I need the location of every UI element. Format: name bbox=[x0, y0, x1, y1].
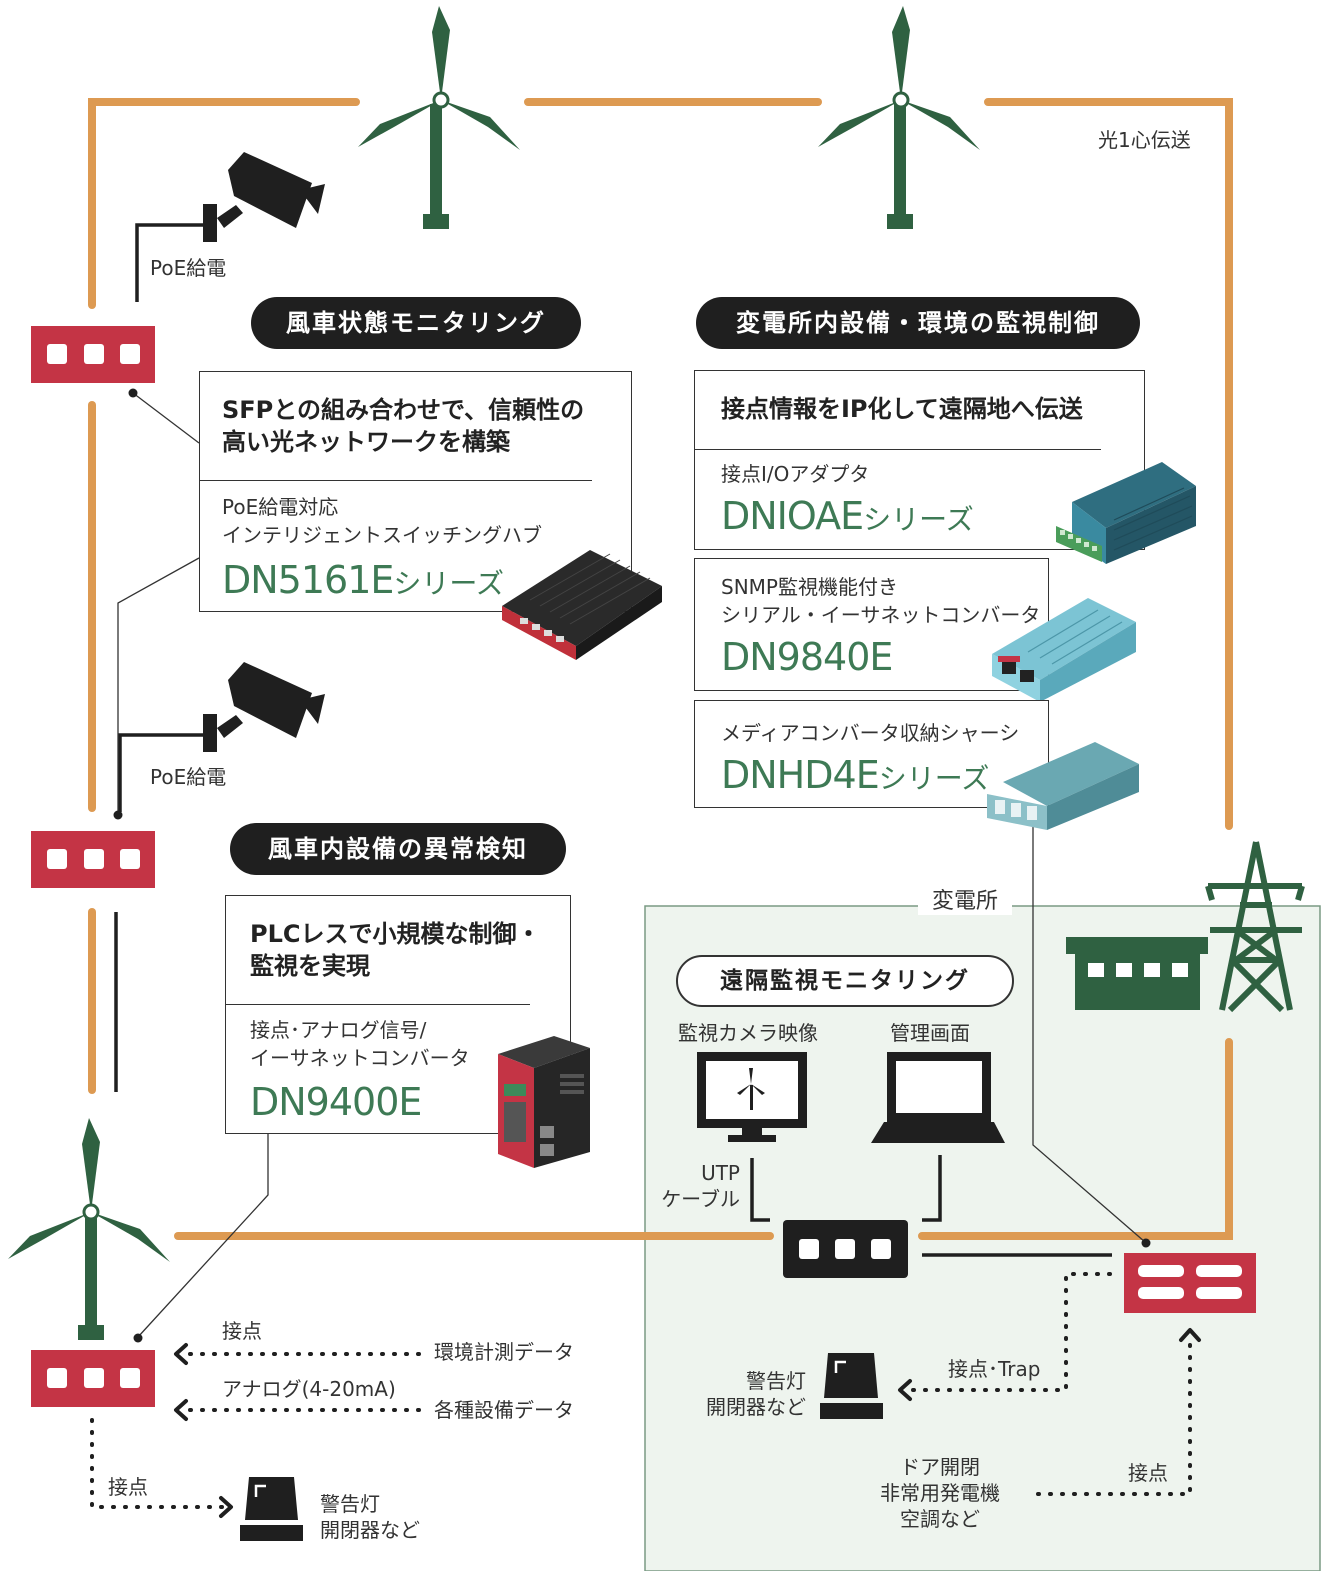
leader-lines bbox=[117, 392, 1146, 1338]
product-model: DN5161Eシリーズ bbox=[222, 558, 504, 606]
product-headline: SFPとの組み合わせで、信頼性の 高い光ネットワークを構築 bbox=[222, 396, 585, 456]
label-contact-top-left: 接点 bbox=[222, 1319, 262, 1343]
label-admin-screen: 管理画面 bbox=[890, 1021, 970, 1045]
product-card-dnioae: 接点情報をIP化して遠隔地へ伝送 接点I/Oアダプタ DNIOAEシリーズ bbox=[694, 370, 1145, 550]
product-model: DNIOAEシリーズ bbox=[721, 494, 974, 542]
product-model: DN9400E bbox=[250, 1080, 422, 1124]
product-description: 接点･アナログ信号/ イーサネットコンバータ bbox=[250, 1018, 470, 1070]
label-analog: アナログ(4-20mA) bbox=[222, 1377, 396, 1401]
section-turbine-monitoring: 風車状態モニタリング bbox=[251, 297, 581, 349]
label-equipment-data: 各種設備データ bbox=[434, 1398, 574, 1422]
arrowheads bbox=[174, 1328, 1201, 1518]
product-headline: 接点情報をIP化して遠隔地へ伝送 bbox=[721, 395, 1083, 423]
label-door-etc: ドア開閉 非常用発電機 空調など bbox=[880, 1455, 1000, 1531]
wind-turbine-1-icon bbox=[358, 6, 520, 229]
dnioae-device-image bbox=[1056, 462, 1196, 564]
model-name: DNIOAE bbox=[721, 494, 864, 538]
product-description: PoE給電対応 インテリジェントスイッチングハブ bbox=[222, 495, 542, 547]
label-poe-2: PoE給電 bbox=[150, 765, 227, 789]
label-env-data: 環境計測データ bbox=[434, 1340, 574, 1364]
model-name: DN5161E bbox=[222, 558, 394, 602]
product-headline: PLCレスで小規模な制御・ 監視を実現 bbox=[250, 920, 541, 980]
security-camera-1-icon bbox=[203, 152, 325, 242]
product-model: DN9840E bbox=[721, 635, 893, 679]
section-remote-monitoring: 遠隔監視モニタリング bbox=[676, 955, 1014, 1007]
product-card-dnhd4e: メディアコンバータ収納シャーシ DNHD4Eシリーズ bbox=[694, 700, 1049, 808]
label-camera-video: 監視カメラ映像 bbox=[678, 1021, 818, 1045]
product-description: 接点I/Oアダプタ bbox=[721, 462, 870, 486]
transmission-tower-icon bbox=[1205, 841, 1305, 1013]
label-contact-right: 接点 bbox=[1128, 1461, 1168, 1485]
model-suffix: シリーズ bbox=[863, 503, 974, 536]
dn9840e-device-image bbox=[992, 598, 1136, 702]
label-warning-light-left: 警告灯 開閉器など bbox=[320, 1492, 420, 1542]
substation-building-icon bbox=[1066, 937, 1208, 1010]
chassis-converter-red bbox=[1124, 1253, 1256, 1313]
switch-hub-substation bbox=[783, 1220, 908, 1278]
dotted-signal-lines bbox=[90, 1272, 1192, 1509]
model-suffix: シリーズ bbox=[878, 762, 990, 795]
fiber-ring bbox=[88, 98, 1233, 1240]
label-poe-1: PoE給電 bbox=[150, 256, 227, 280]
monitor-icon bbox=[697, 1052, 807, 1142]
dnhd4e-device-image bbox=[987, 742, 1139, 830]
product-description: SNMP監視機能付き シリアル・イーサネットコンバータ bbox=[721, 575, 1041, 627]
ethernet-lines bbox=[114, 223, 1112, 1257]
switch-hub-1 bbox=[31, 326, 155, 383]
product-card-dn9400e: PLCレスで小規模な制御・ 監視を実現 接点･アナログ信号/ イーサネットコンバ… bbox=[225, 895, 571, 1134]
model-name: DNHD4E bbox=[721, 753, 880, 797]
switch-hub-2 bbox=[31, 831, 155, 888]
product-card-dn9840e: SNMP監視機能付き シリアル・イーサネットコンバータ DN9840E bbox=[694, 558, 1049, 691]
dn9400e-device-image bbox=[498, 1036, 590, 1168]
label-substation: 変電所 bbox=[918, 889, 1013, 915]
dn5161e-device-image bbox=[502, 550, 662, 660]
label-utp-cable: UTP ケーブル bbox=[661, 1161, 740, 1211]
warning-light-right-icon bbox=[820, 1353, 883, 1419]
wind-turbine-2-icon bbox=[818, 6, 980, 229]
product-description: メディアコンバータ収納シャーシ bbox=[721, 721, 1020, 745]
product-model: DNHD4Eシリーズ bbox=[721, 753, 989, 801]
label-contact-bottom-left: 接点 bbox=[108, 1475, 148, 1499]
section-turbine-anomaly: 風車内設備の異常検知 bbox=[230, 823, 566, 875]
warning-light-left-icon bbox=[240, 1477, 303, 1541]
switch-hub-3 bbox=[31, 1350, 155, 1407]
laptop-icon bbox=[871, 1052, 1005, 1143]
label-contact-trap: 接点･Trap bbox=[948, 1357, 1041, 1381]
section-substation-control: 変電所内設備・環境の監視制御 bbox=[696, 297, 1140, 349]
wind-turbine-3-icon bbox=[8, 1118, 170, 1340]
label-warning-light-right: 警告灯 開閉器など bbox=[706, 1369, 806, 1419]
label-fiber-single-core: 光1心伝送 bbox=[1098, 128, 1191, 152]
model-suffix: シリーズ bbox=[393, 567, 505, 600]
security-camera-2-icon bbox=[203, 662, 325, 752]
